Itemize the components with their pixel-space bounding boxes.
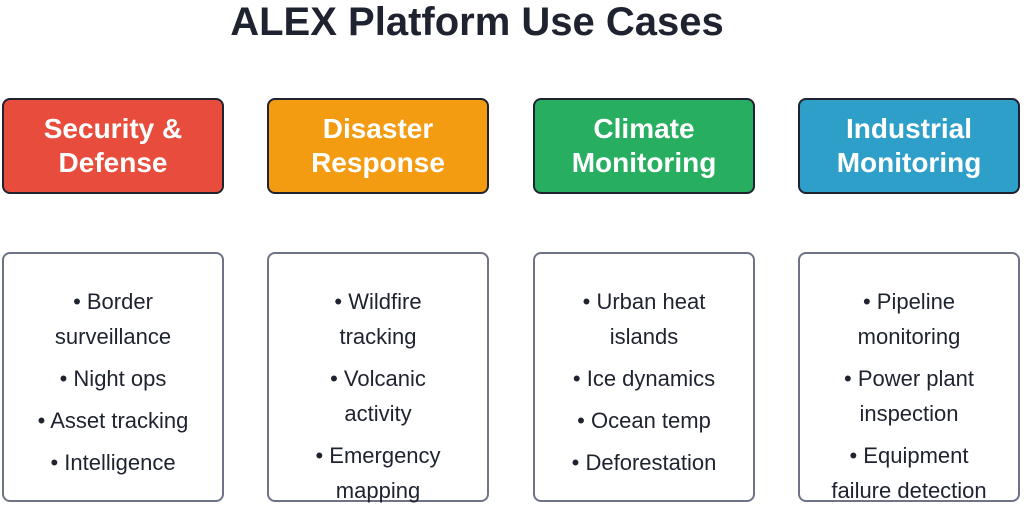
diagram-title: ALEX Platform Use Cases — [230, 0, 724, 44]
list-item-line: failure detection — [831, 478, 987, 503]
list-item-line: • Ice dynamics — [572, 366, 716, 391]
list-item: • Power plant inspection — [838, 361, 980, 431]
category-label-line: Monitoring — [571, 147, 717, 178]
list-item: • Wildfire tracking — [328, 284, 427, 354]
list-item: • Ice dynamics — [567, 361, 721, 396]
category-items-disaster-response: • Wildfire tracking • Volcanic activity • Em… — [267, 252, 489, 503]
list-item: • Border surveillance — [49, 284, 177, 354]
list-item-line: • Ocean temp — [577, 408, 711, 433]
list-item-line: • Deforestation — [571, 450, 717, 475]
list-item-line: • Asset tracking — [37, 408, 189, 433]
category-label-line: Defense — [58, 147, 168, 178]
category-label-line: Climate — [593, 113, 695, 144]
list-item: • Equipment failure detection — [825, 438, 992, 508]
category-label-line: Industrial — [845, 113, 972, 144]
list-item-line: • Border — [73, 289, 153, 314]
list-item: • Urban heat islands — [577, 284, 712, 354]
list-item: • Emergency mapping — [309, 438, 446, 508]
list-item-line: • Equipment — [849, 443, 969, 468]
list-item-line: inspection — [859, 401, 959, 426]
list-item-line: monitoring — [857, 324, 961, 349]
list-item: • Intelligence — [44, 445, 181, 480]
list-item: • Asset tracking — [32, 403, 195, 438]
category-items-climate-monitoring: • Urban heat islands • Ice dynamics • Ocean… — [533, 252, 755, 502]
category-label: Security &Defense — [44, 112, 183, 180]
category-items-security-defense: • Border surveillance • Night ops • Asset t… — [2, 252, 224, 502]
list-item-line: • Wildfire — [334, 289, 422, 314]
list-item-line: • Emergency — [315, 443, 441, 468]
category-label-line: Response — [311, 147, 445, 178]
list-item-line: mapping — [335, 478, 421, 503]
list-item-line: • Pipeline — [862, 289, 956, 314]
category-label-line: Security & — [43, 113, 183, 144]
list-item-line: • Intelligence — [50, 450, 176, 475]
list-item-line: • Power plant — [844, 366, 974, 391]
category-label-line: Disaster — [322, 113, 434, 144]
list-item-line: • Night ops — [59, 366, 167, 391]
list-item: • Pipeline monitoring — [852, 284, 967, 354]
category-header-security-defense: Security &Defense — [2, 98, 224, 194]
list-item-line: • Volcanic — [330, 366, 426, 391]
list-item-line: • Urban heat — [582, 289, 706, 314]
list-item: • Ocean temp — [571, 403, 717, 438]
category-items-industrial-monitoring: • Pipeline monitoring • Power plant inspect… — [798, 252, 1020, 503]
list-item-line: activity — [344, 401, 412, 426]
list-item-line: surveillance — [54, 324, 172, 349]
list-item: • Volcanic activity — [324, 361, 432, 431]
list-item-line: islands — [609, 324, 679, 349]
list-item: • Deforestation — [566, 445, 723, 480]
list-item: • Night ops — [54, 361, 173, 396]
category-label-line: Monitoring — [836, 147, 982, 178]
list-item-line: tracking — [339, 324, 417, 349]
